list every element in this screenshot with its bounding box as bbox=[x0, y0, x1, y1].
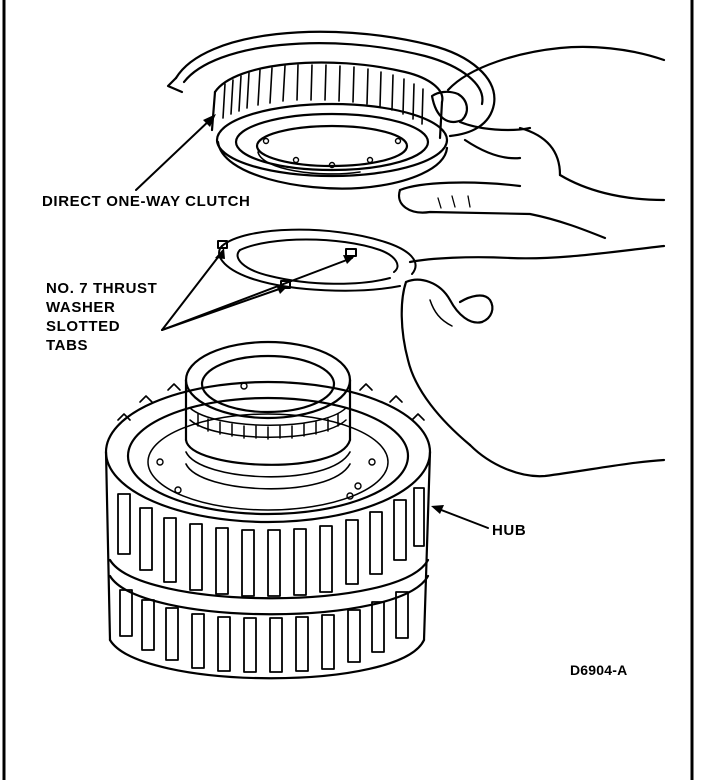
leader-thrust-washer bbox=[161, 248, 355, 331]
hub-spline-teeth bbox=[189, 407, 347, 440]
direct-one-way-clutch-illustration bbox=[166, 30, 496, 190]
upper-hand-illustration bbox=[397, 45, 666, 240]
leader-hub bbox=[431, 505, 489, 529]
figure-code-label: D6904-A bbox=[570, 662, 628, 678]
thrust-washer-label-line-3: SLOTTED bbox=[46, 318, 121, 335]
direct-one-way-clutch-label: DIRECT ONE-WAY CLUTCH bbox=[42, 193, 251, 210]
hub-label: HUB bbox=[492, 522, 527, 539]
clutch-roller-ribs bbox=[222, 64, 424, 125]
washer-tab-right bbox=[345, 248, 357, 257]
thrust-washer-illustration bbox=[217, 228, 417, 292]
hub-illustration bbox=[104, 340, 432, 680]
hub-inner-holes bbox=[156, 458, 376, 500]
lower-hand-illustration bbox=[400, 244, 666, 478]
leader-direct-clutch bbox=[135, 114, 216, 191]
washer-tab-left bbox=[217, 240, 228, 249]
hub-rim-notches bbox=[117, 383, 425, 421]
thrust-washer-label-line-4: TABS bbox=[46, 337, 89, 354]
thrust-washer-label-line-1: NO. 7 THRUST bbox=[46, 280, 158, 297]
hub-lugs-upper bbox=[117, 487, 425, 597]
thrust-washer-label-line-2: WASHER bbox=[46, 299, 116, 316]
hub-lugs-lower bbox=[119, 589, 409, 673]
clutch-holes bbox=[262, 137, 402, 169]
thrust-washer-label: NO. 7 THRUST WASHER SLOTTED TABS bbox=[46, 279, 157, 355]
